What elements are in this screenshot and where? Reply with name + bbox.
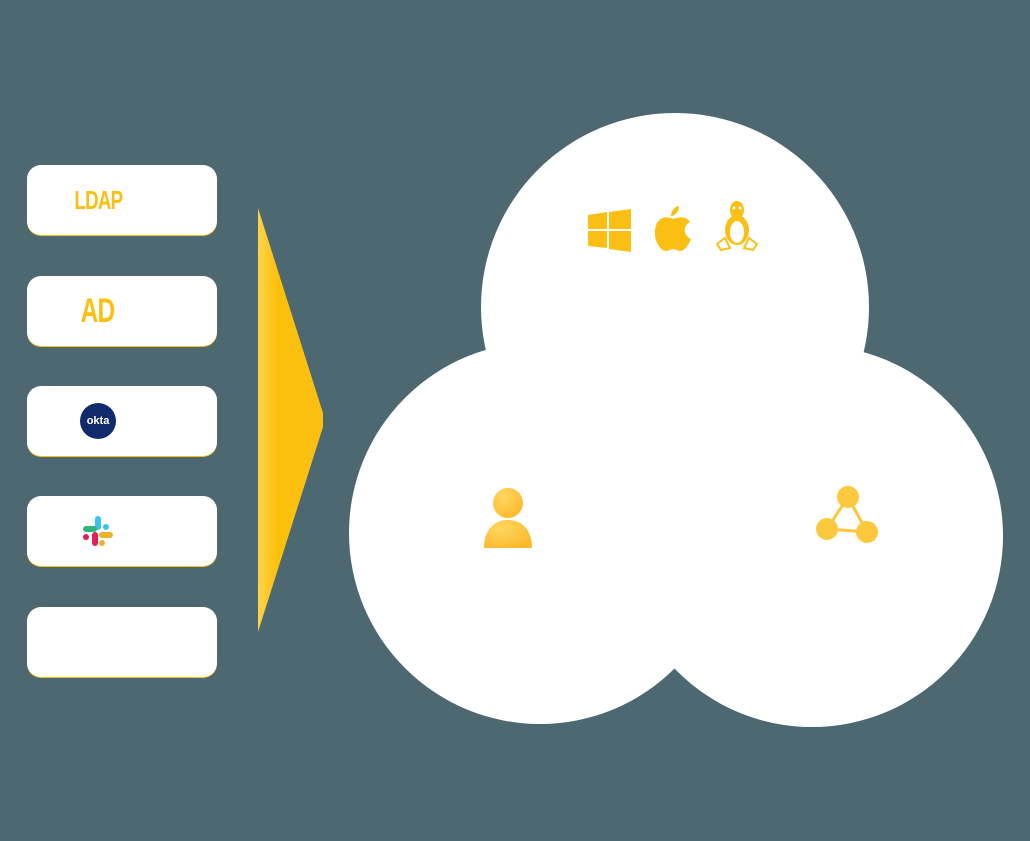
ad-logo: AD [81, 291, 116, 330]
okta-logo-text: okta [86, 415, 110, 427]
source-card-okta: okta [27, 386, 217, 456]
network-icon [816, 486, 878, 543]
source-card-slack [27, 496, 217, 566]
source-card-ldap: LDAP [27, 165, 217, 235]
os-icons-group [588, 200, 759, 252]
user-icon [484, 488, 532, 548]
source-card-other [27, 607, 217, 677]
slack-logo-icon [83, 516, 113, 546]
apple-icon [654, 206, 691, 251]
hub-circle-right [621, 345, 1003, 727]
ldap-logo: LDAP [73, 184, 123, 215]
linux-icon [715, 201, 759, 252]
okta-logo-icon: okta [80, 403, 116, 439]
windows-icon [588, 209, 631, 252]
source-card-ad: AD [27, 276, 217, 346]
